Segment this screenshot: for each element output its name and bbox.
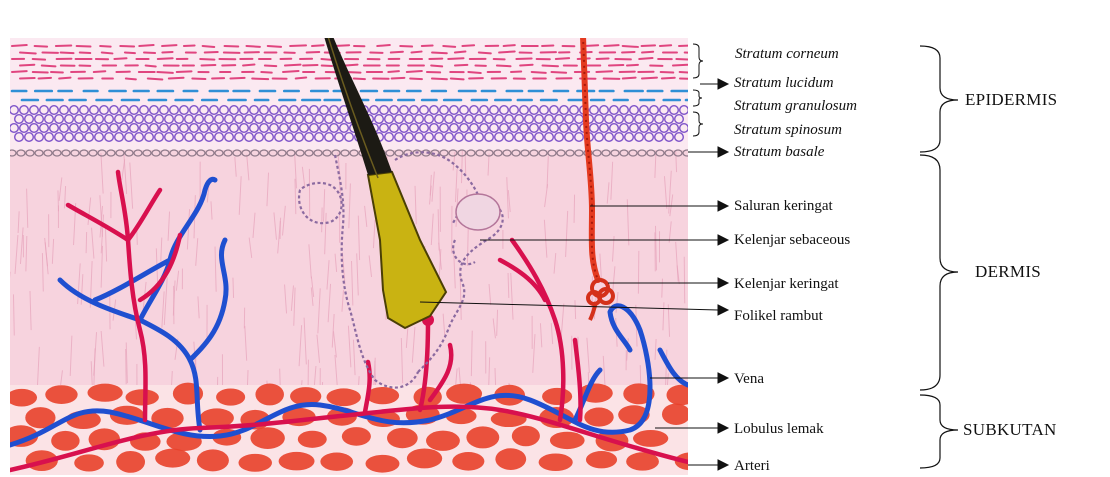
label-folikel-rambut: Folikel rambut: [734, 307, 823, 325]
label-kelenjar-keringat: Kelenjar keringat: [734, 275, 839, 293]
label-arteri: Arteri: [734, 457, 770, 475]
label-stratum-lucidum: Stratum lucidum: [734, 74, 834, 92]
label-saluran-keringat: Saluran keringat: [734, 197, 833, 215]
label-lobulus-lemak: Lobulus lemak: [734, 420, 824, 438]
label-stratum-basale: Stratum basale: [734, 143, 824, 161]
label-stratum-corneum: Stratum corneum: [735, 45, 839, 63]
label-vena: Vena: [734, 370, 764, 388]
sublayer-braces: [693, 44, 703, 136]
group-label-subkutan: SUBKUTAN: [963, 420, 1057, 440]
label-stratum-granulosum: Stratum granulosum: [734, 97, 857, 115]
tissue-illustration: [4, 15, 708, 477]
group-braces: [920, 46, 958, 468]
label-stratum-spinosum: Stratum spinosum: [734, 121, 842, 139]
sebaceous-lobe: [456, 194, 500, 230]
group-label-dermis: DERMIS: [975, 262, 1041, 282]
group-label-epidermis: EPIDERMIS: [965, 90, 1057, 110]
label-kelenjar-sebaceous: Kelenjar sebaceous: [734, 231, 850, 249]
